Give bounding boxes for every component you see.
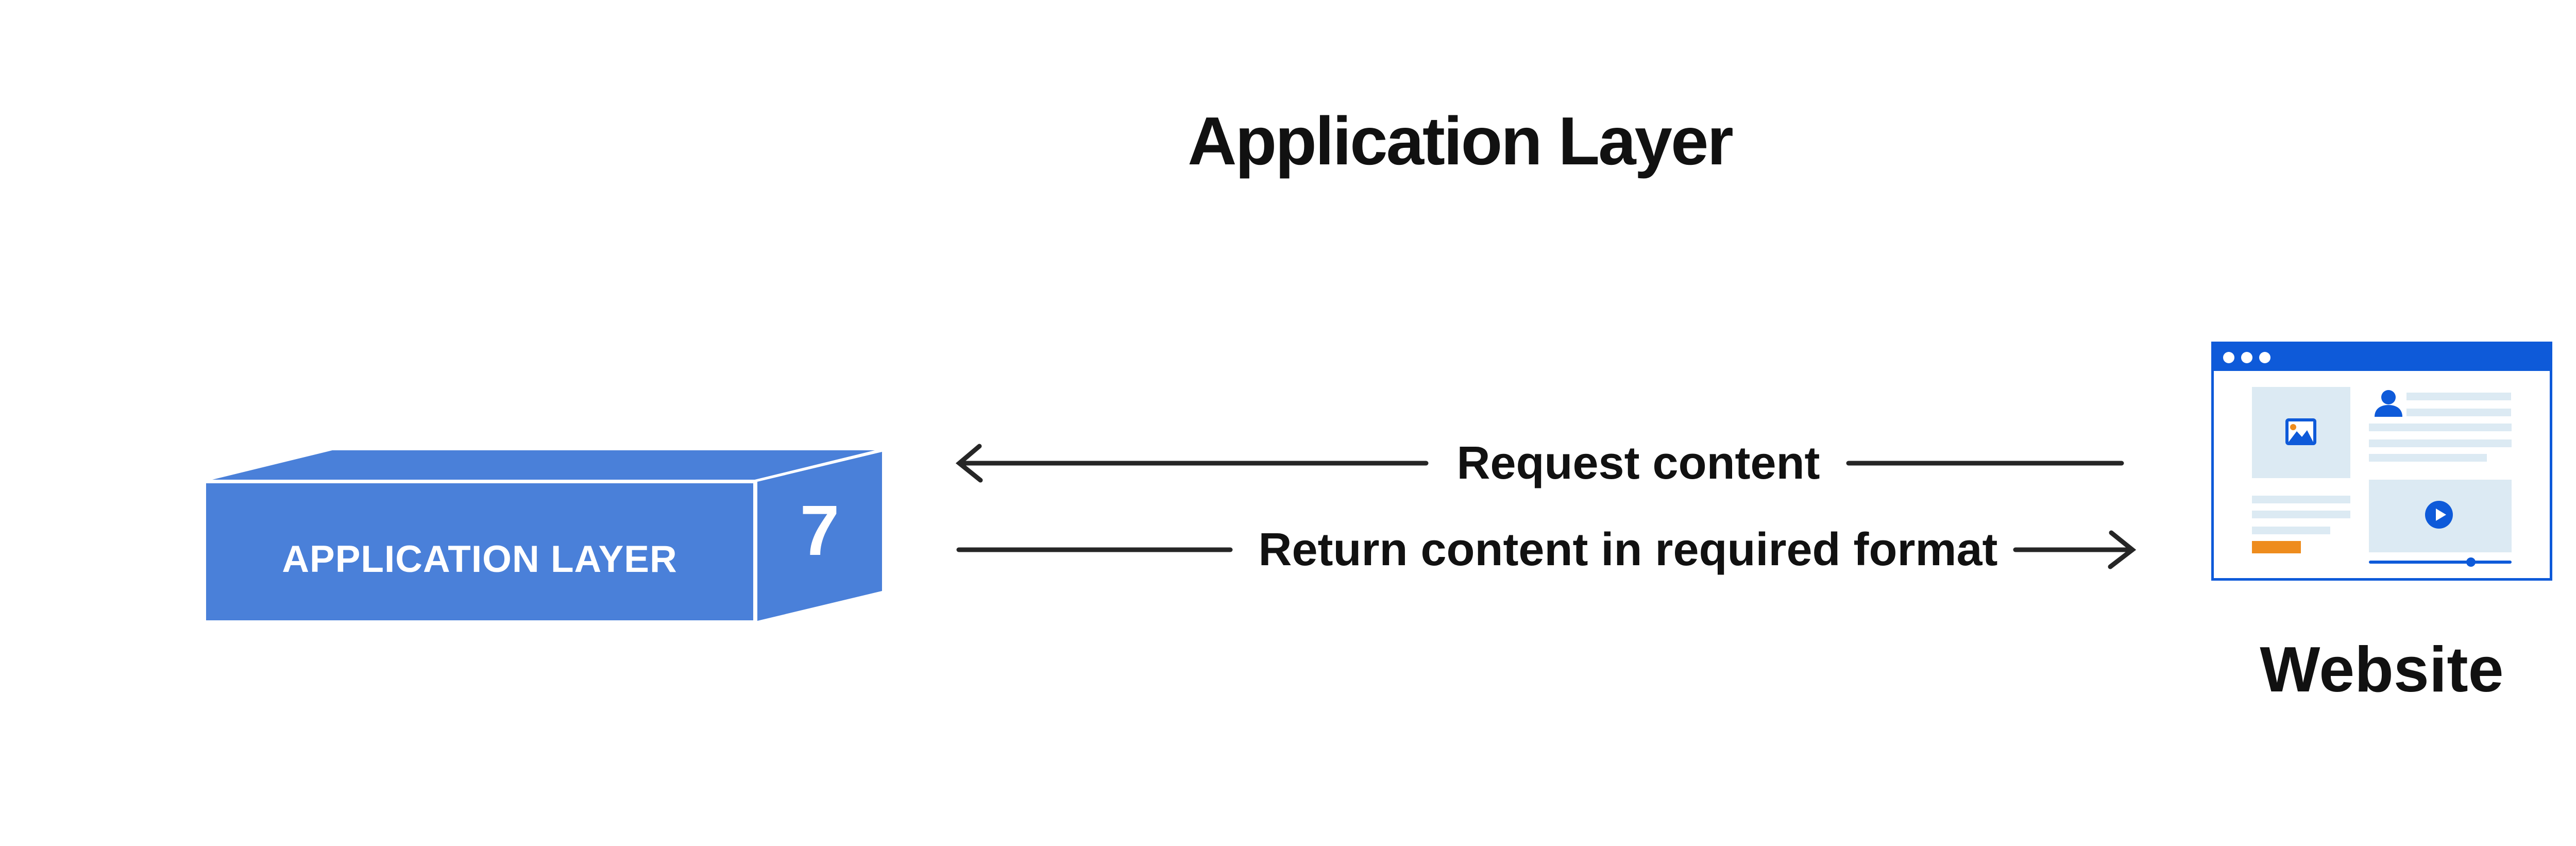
website-caption: Website: [2260, 634, 2504, 705]
window-dots-icon: [2223, 352, 2234, 363]
osi-box-label: APPLICATION LAYER: [282, 538, 677, 580]
return-arrow-icon: [956, 530, 2137, 569]
page-title: Application Layer: [1188, 103, 1734, 179]
browser-content: [2214, 371, 2550, 578]
image-placeholder-panel: [2252, 387, 2350, 478]
play-icon: [2425, 501, 2453, 529]
box-front-face: [206, 483, 753, 620]
window-dots-icon: [2241, 352, 2252, 363]
video-panel: [2369, 480, 2512, 552]
request-arrow-icon: [955, 444, 2124, 483]
image-icon: [2285, 418, 2316, 445]
progress-dot-icon: [2466, 557, 2476, 567]
video-progress-bar: [2369, 561, 2512, 564]
request-arrow-label: Request content: [1456, 437, 1820, 489]
text-line: [2252, 527, 2330, 534]
text-line: [2369, 439, 2512, 447]
text-line: [2369, 454, 2487, 462]
text-line: [2406, 409, 2511, 416]
text-line: [2406, 393, 2511, 400]
osi-box-layer-number: 7: [800, 491, 840, 570]
window-dots-icon: [2259, 352, 2270, 363]
box-right-face: [757, 452, 882, 621]
osi-box-3d-icon: [206, 450, 882, 621]
button-bar: [2252, 541, 2301, 553]
browser-titlebar: [2214, 344, 2550, 371]
text-line: [2252, 496, 2350, 503]
text-line: [2252, 511, 2350, 518]
box-top-face: [212, 450, 875, 480]
text-line: [2369, 424, 2512, 431]
person-icon: [2375, 390, 2402, 417]
website-browser-window: [2211, 342, 2552, 581]
return-arrow-label: Return content in required format: [1258, 523, 1998, 576]
